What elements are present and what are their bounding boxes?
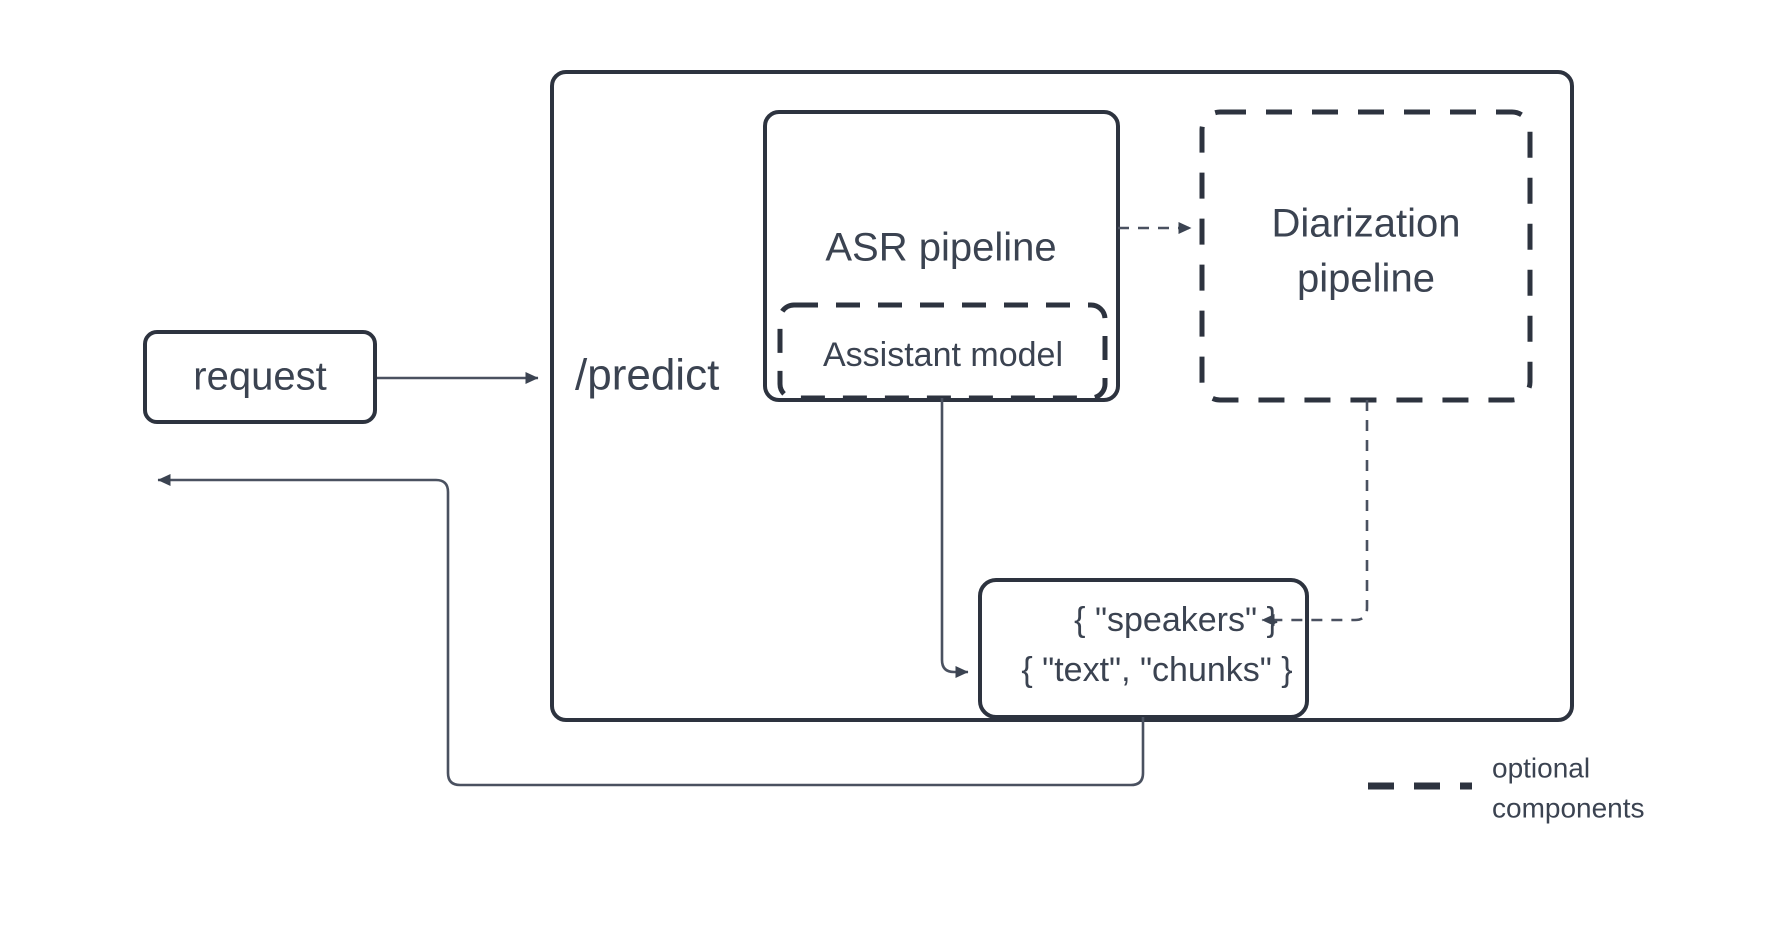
diarization-pipeline-label-line1: Diarization: [1272, 202, 1461, 246]
request-label: request: [193, 355, 326, 399]
legend-label-line2: components: [1492, 792, 1645, 823]
connector-response-to-caller: [157, 474, 1145, 787]
asr-pipeline-node[interactable]: ASR pipeline: [763, 110, 1120, 402]
connector-asr-to-text-chunks: [940, 398, 969, 678]
request-border: [143, 330, 377, 424]
diarization-pipeline-label-line2: pipeline: [1297, 257, 1435, 301]
assistant-model-label: Assistant model: [823, 336, 1063, 374]
connector-diarization-to-speakers: [1261, 400, 1369, 626]
legend: optional components: [1368, 752, 1645, 823]
response-payload-node[interactable]: { "speakers" } { "text", "chunks" }: [978, 578, 1309, 719]
legend-label-line1: optional: [1492, 752, 1590, 783]
text-chunks-payload-label: { "text", "chunks" }: [1021, 651, 1292, 689]
request-node[interactable]: request: [143, 330, 377, 424]
asr-pipeline-label: ASR pipeline: [825, 226, 1056, 270]
speakers-payload-label: { "speakers" }: [1074, 601, 1278, 639]
predict-label: /predict: [575, 351, 719, 400]
